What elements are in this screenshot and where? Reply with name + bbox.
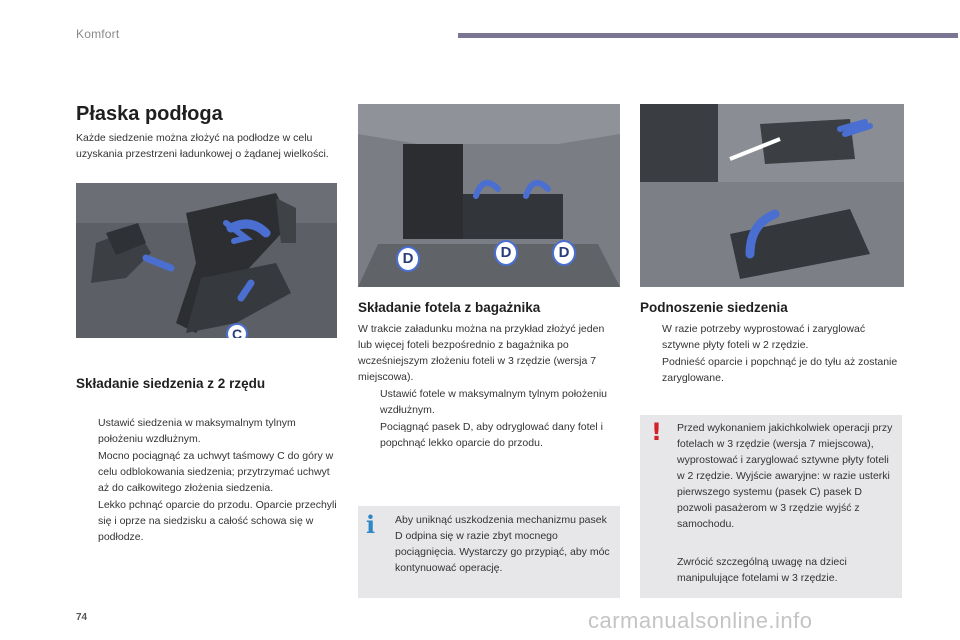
page-number: 74 — [76, 612, 88, 623]
seat-fold-illustration: C — [76, 183, 337, 338]
info-box: i Aby uniknąć uszkodzenia mechanizmu pas… — [358, 506, 620, 598]
subtitle-fold-from-trunk: Składanie fotela z bagażnika — [358, 300, 541, 315]
subtitle-fold-seat: Składanie siedzenia z 2 rzędu — [76, 376, 266, 391]
intro-text: Każde siedzenie można złożyć na podłodze… — [76, 132, 329, 160]
page-title: Płaska podłoga — [76, 103, 223, 125]
steps-fold-from-trunk: Ustawić fotele w maksymalnym tylnym poło… — [358, 386, 620, 452]
list-item: Mocno pociągnąć za uchwyt taśmowy C do g… — [76, 448, 338, 496]
figure-label-d: D — [396, 246, 420, 272]
seat-raise-illustration — [640, 104, 904, 287]
warning-icon: ! — [651, 418, 662, 446]
list-item: Ustawić siedzenia w maksymalnym tylnym p… — [76, 415, 338, 447]
list-item: Lekko pchnąć oparcie do przodu. Oparcie … — [76, 497, 338, 545]
list-item: Podnieść oparcie i popchnąć je do tyłu a… — [640, 354, 902, 386]
step-text: W razie potrzeby wyprostować i zaryglowa… — [662, 323, 866, 351]
section-label: Komfort — [76, 27, 120, 41]
warning-text: Przed wykonaniem jakichkolwiek operacji … — [677, 422, 893, 530]
header-bar — [458, 33, 958, 38]
step-text: Ustawić fotele w maksymalnym tylnym poło… — [380, 388, 607, 416]
list-item: W razie potrzeby wyprostować i zaryglowa… — [640, 321, 902, 353]
warning-box: ! Przed wykonaniem jakichkolwiek operacj… — [640, 415, 902, 598]
step-text: Podnieść oparcie i popchnąć je do tyłu a… — [662, 356, 898, 384]
trunk-intro-text: W trakcie załadunku można na przykład zł… — [358, 323, 605, 383]
step-text: Pociągnąć pasek D, aby odryglować dany f… — [380, 421, 603, 449]
figure-label-d: D — [552, 240, 576, 266]
info-text: Aby uniknąć uszkodzenia mechanizmu pasek… — [395, 514, 610, 574]
info-icon: i — [366, 510, 376, 539]
subtitle-raise-seat: Podnoszenie siedzenia — [640, 300, 788, 315]
step-text: Ustawić siedzenia w maksymalnym tylnym p… — [98, 417, 296, 445]
steps-raise-seat: W razie potrzeby wyprostować i zaryglowa… — [640, 321, 902, 387]
trunk-fold-illustration: D D D — [358, 104, 620, 287]
figure-label-c: C — [226, 323, 248, 338]
watermark: carmanualsonline.info — [588, 608, 813, 633]
figure-label-d: D — [494, 240, 518, 266]
steps-fold-seat: Ustawić siedzenia w maksymalnym tylnym p… — [76, 415, 338, 546]
list-item: Pociągnąć pasek D, aby odryglować dany f… — [358, 419, 620, 451]
step-text: Mocno pociągnąć za uchwyt taśmowy C do g… — [98, 450, 334, 494]
step-text: Lekko pchnąć oparcie do przodu. Oparcie … — [98, 499, 337, 543]
list-item: Ustawić fotele w maksymalnym tylnym poło… — [358, 386, 620, 418]
warning-text-children: Zwrócić szczególną uwagę na dzieci manip… — [677, 556, 847, 584]
